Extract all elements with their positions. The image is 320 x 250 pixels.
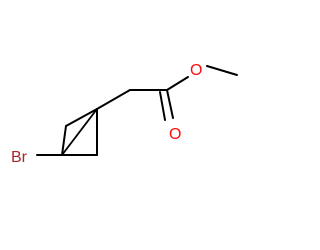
- carbonyl-double-bond-outer: [166, 89, 174, 119]
- molecule-diagram: O O Br: [11, 62, 238, 166]
- cage-bond-diagonal: [61, 108, 98, 156]
- cage-bond-top-left: [65, 108, 98, 127]
- cage-bond-left: [61, 125, 67, 156]
- carbonyl-double-bond-inner: [159, 91, 166, 121]
- cage-to-methylene-bond: [96, 89, 131, 110]
- carbonyl-to-ester-oxygen-bond: [166, 76, 189, 91]
- bromine-atom: Br: [11, 149, 28, 166]
- ester-oxygen-atom: O: [190, 62, 202, 79]
- ester-oxygen-to-methyl-bond: [206, 65, 238, 76]
- carbonyl-oxygen-atom: O: [169, 126, 181, 143]
- structure-svg: O O Br: [11, 62, 238, 166]
